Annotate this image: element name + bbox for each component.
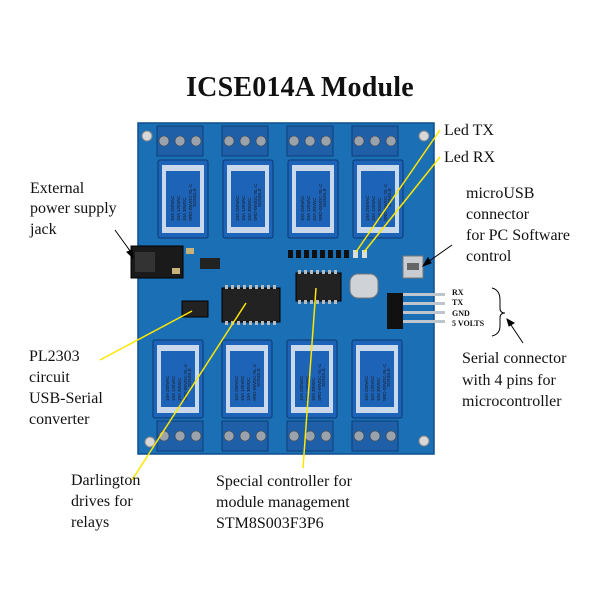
crystal bbox=[349, 273, 379, 299]
label-line: converter bbox=[29, 411, 90, 428]
relay-rating-text: 10A 250VAC bbox=[299, 375, 304, 401]
darlington-chip bbox=[221, 287, 281, 323]
relay-rating-text: SRD-05VDC-SL-C bbox=[383, 183, 388, 221]
pin-label-tx: TX bbox=[452, 298, 464, 307]
relay-rating-text: 10A 30VDC bbox=[247, 197, 252, 221]
stm8-controller-chip bbox=[295, 272, 342, 302]
label-line: External bbox=[30, 180, 85, 197]
label-line: relays bbox=[71, 514, 110, 531]
pointer-line-darlington bbox=[131, 302, 247, 481]
mounting-hole bbox=[144, 436, 156, 448]
relay-rating-text: SRD-05VDC-SL-C bbox=[183, 363, 188, 401]
relay-rating-text: 10A 250VAC bbox=[235, 195, 240, 221]
relay-brand-text: SONGLE bbox=[321, 368, 326, 387]
label-line: microcontroller bbox=[462, 393, 562, 410]
relay-brand-text: SONGLE bbox=[386, 368, 391, 387]
mounting-hole bbox=[418, 435, 430, 447]
relay-brand-text: SONGLE bbox=[192, 188, 197, 207]
relay-rating-text: SRD-05VDC-SL-C bbox=[317, 363, 322, 401]
relay-brand-text: SONGLE bbox=[387, 188, 392, 207]
serial-header-pins bbox=[387, 293, 445, 329]
relay-rating-text: 10A 30VDC bbox=[312, 197, 317, 221]
relay-rating-text: 10A 30VDC bbox=[376, 377, 381, 401]
label-line: with 4 pins for bbox=[462, 372, 556, 389]
relay-brand-text: SONGLE bbox=[322, 188, 327, 207]
label-line: control bbox=[466, 248, 512, 265]
label-line: Special controller for bbox=[216, 473, 352, 490]
top-terminal-blocks bbox=[156, 125, 399, 157]
label-line: module management bbox=[216, 494, 350, 511]
relay-rating-text: 10A 125VAC bbox=[371, 195, 376, 221]
relay-rating-text: SRD-05VDC-SL-C bbox=[318, 183, 323, 221]
label-line: jack bbox=[30, 221, 57, 238]
relay-rating-text: SRD-05VDC-SL-C bbox=[253, 183, 258, 221]
relay-rating-text: 10A 30VDC bbox=[177, 377, 182, 401]
led-rx bbox=[362, 250, 367, 258]
relay-rating-text: 10A 125VAC bbox=[176, 195, 181, 221]
relay-rating-text: 10A 125VAC bbox=[305, 375, 310, 401]
relay-rating-text: 10A 125VAC bbox=[370, 375, 375, 401]
relay-rating-text: 10A 30VDC bbox=[182, 197, 187, 221]
relay-rating-text: 10A 125VAC bbox=[306, 195, 311, 221]
relay-brand-text: SONGLE bbox=[187, 368, 192, 387]
pin-label-rx: RX bbox=[452, 288, 464, 297]
label-line: PL2303 bbox=[29, 348, 80, 365]
relay-rating-text: 10A 30VDC bbox=[246, 377, 251, 401]
relay-rating-text: 10A 30VDC bbox=[311, 377, 316, 401]
arrowhead-power-jack bbox=[126, 249, 134, 260]
relay-brand-text: SONGLE bbox=[256, 368, 261, 387]
label-line: Darlington bbox=[71, 472, 141, 489]
label-line: connector bbox=[466, 206, 530, 223]
relay-rating-text: 10A 125VAC bbox=[240, 375, 245, 401]
relay-rating-text: 10A 250VAC bbox=[165, 375, 170, 401]
pin-label-5v: 5 VOLTS bbox=[452, 319, 485, 328]
relay-rating-text: 10A 250VAC bbox=[365, 195, 370, 221]
pointer-line-serial bbox=[508, 321, 524, 344]
label-led-tx: Led TX bbox=[444, 122, 494, 139]
label-line: circuit bbox=[29, 369, 70, 386]
passive-components bbox=[172, 248, 220, 274]
arrowhead-serial bbox=[506, 317, 515, 327]
relay-rating-text: 10A 250VAC bbox=[364, 375, 369, 401]
relay-rating-text: 10A 250VAC bbox=[170, 195, 175, 221]
pin-label-gnd: GND bbox=[452, 309, 470, 318]
pin-brace bbox=[491, 287, 506, 337]
arrowhead-micro-usb bbox=[421, 257, 432, 267]
label-line: USB-Serial bbox=[29, 390, 103, 407]
pointer-line-controller bbox=[302, 287, 317, 469]
label-line: drives for bbox=[71, 493, 133, 510]
pointer-line-led-tx bbox=[355, 129, 441, 253]
relay-rating-text: SRD-05VDC-SL-C bbox=[252, 363, 257, 401]
relay-rating-text: 10A 125VAC bbox=[241, 195, 246, 221]
relay-rating-text: 10A 250VAC bbox=[234, 375, 239, 401]
label-line: for PC Software bbox=[466, 227, 570, 244]
mounting-hole bbox=[418, 130, 430, 142]
pointer-line-pl2303 bbox=[99, 310, 193, 361]
led-tx bbox=[353, 250, 358, 258]
label-line: Serial connector bbox=[462, 350, 567, 367]
relay-rating-text: 10A 30VDC bbox=[377, 197, 382, 221]
led-row bbox=[288, 250, 349, 258]
label-led-rx: Led RX bbox=[444, 149, 496, 166]
mounting-hole bbox=[141, 130, 153, 142]
pointer-line-led-rx bbox=[363, 156, 441, 253]
relay-rating-text: SRD-05VDC-SL-C bbox=[382, 363, 387, 401]
relay-rating-text: 10A 125VAC bbox=[171, 375, 176, 401]
relay-brand-text: SONGLE bbox=[257, 188, 262, 207]
label-line: microUSB bbox=[466, 185, 535, 202]
page-title: ICSE014A Module bbox=[186, 72, 414, 103]
relay-rating-text: SRD-05VDC-SL-C bbox=[188, 183, 193, 221]
relay-rating-text: 10A 250VAC bbox=[300, 195, 305, 221]
label-line: STM8S003F3P6 bbox=[216, 515, 324, 532]
label-line: power supply bbox=[30, 200, 117, 217]
